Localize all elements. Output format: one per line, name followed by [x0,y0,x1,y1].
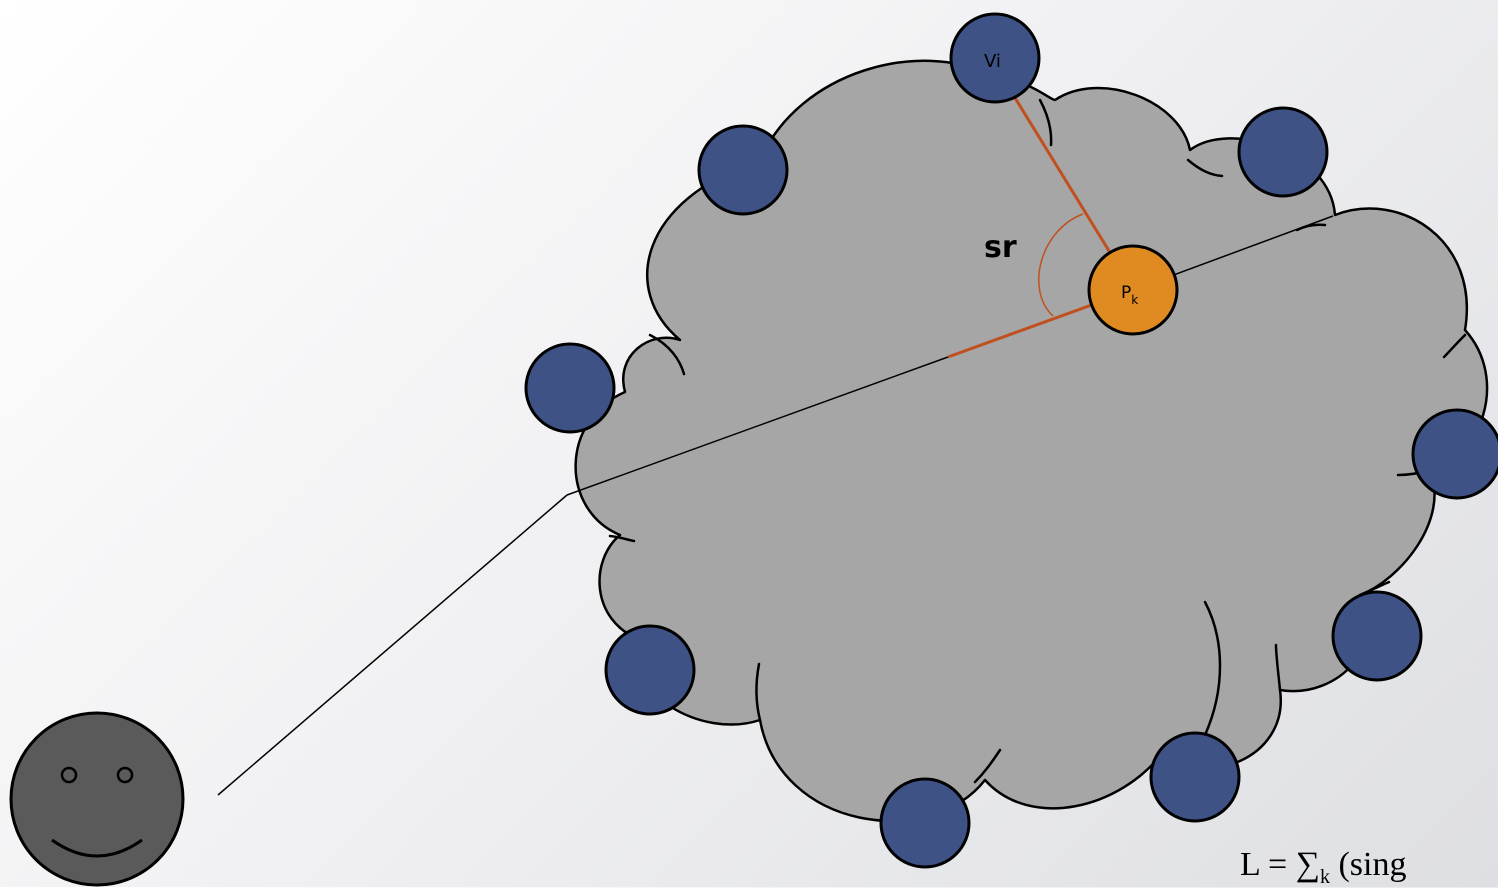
peer-node [1149,731,1241,823]
formula-text: L = ∑k (sing [1240,846,1407,888]
peer-node [697,124,789,216]
peer-node [524,342,616,434]
pk-label-main: P [1121,283,1131,303]
formula-sigma-sub: k [1319,866,1330,888]
smiley-face-icon [9,711,185,887]
peer-node-vi [949,12,1041,104]
peer-node [1411,408,1498,500]
peer-node [1331,590,1423,682]
formula-sigma: ∑ [1295,846,1320,883]
right-eye-icon [116,766,134,784]
peer-node [1237,106,1329,198]
sr-label: sr [984,230,1017,265]
peer-node [879,777,971,869]
user-link-line [217,494,568,796]
peer-node [604,624,696,716]
pk-label-sub: k [1131,293,1138,307]
pk-label: Pk [1121,283,1138,307]
cloud-creases [608,98,1467,784]
formula-rest: (sing [1329,846,1407,883]
formula-prefix: L = [1240,846,1296,883]
smile-icon [51,838,143,858]
vi-label: Vi [984,51,1001,72]
angle-arc [1038,213,1084,317]
left-eye-icon [60,766,78,784]
route-line [566,356,949,496]
center-node-pk [1087,244,1179,336]
